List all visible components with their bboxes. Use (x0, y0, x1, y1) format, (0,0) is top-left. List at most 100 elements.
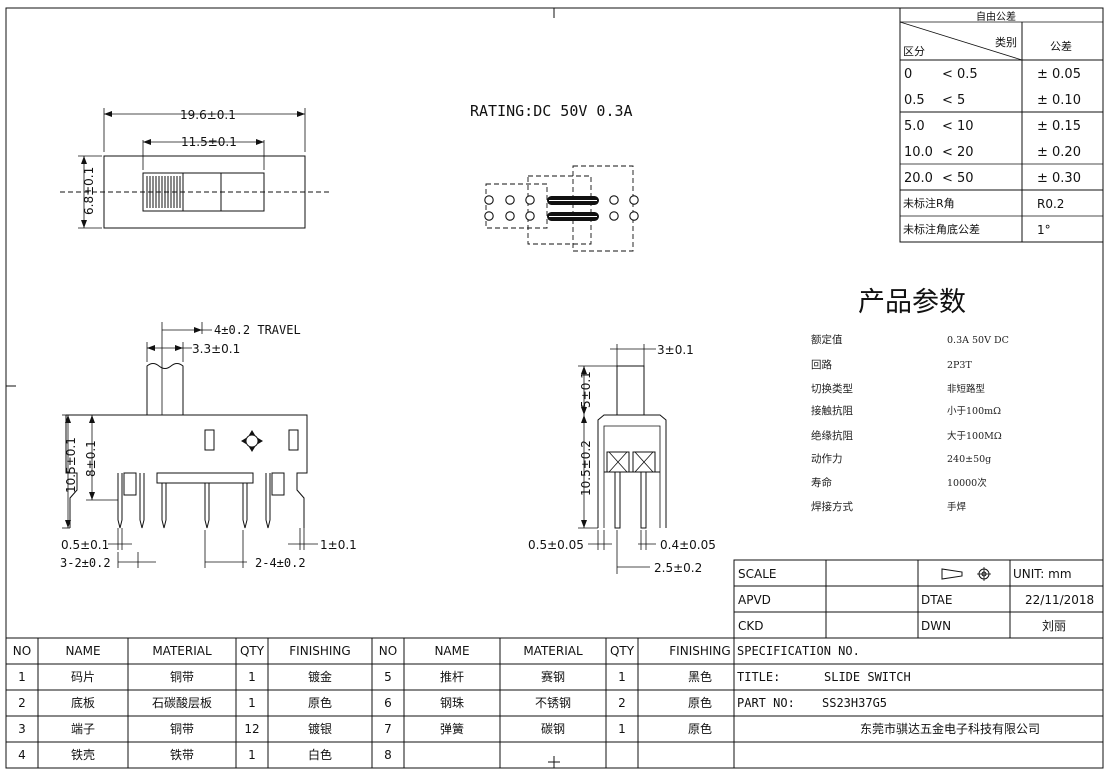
dim-h1: 10.5±0.1 (64, 437, 78, 493)
bom-header: FINISHING (669, 644, 730, 658)
bom-header: MATERIAL (152, 644, 212, 658)
bom-cell: 钢珠 (440, 696, 464, 710)
tol-row-from: 20.0 (904, 171, 933, 186)
bom-cell: 2 (618, 696, 626, 710)
circuit-schematic (485, 165, 634, 252)
contact-terminal (484, 211, 494, 221)
tol-row-to: < 0.5 (942, 67, 978, 82)
param-label: 绝缘抗阻 (811, 429, 853, 442)
terminal-pin (117, 473, 123, 529)
param-label: 额定值 (811, 333, 843, 346)
bom-cell: 5 (384, 670, 392, 684)
side-view (578, 344, 667, 574)
tol-r-value: R0.2 (1037, 197, 1064, 211)
front-view (62, 322, 318, 568)
bom-cell: 原色 (688, 696, 712, 710)
bom-cell: 8 (384, 748, 392, 762)
tol-header-tol: 公差 (1050, 39, 1072, 53)
tol-row-from: 0.5 (904, 93, 925, 108)
param-value: 小于100mΩ (947, 406, 1001, 417)
dim-pitch2: 2-4±0.2 (255, 556, 306, 570)
rating-label: RATING:DC 50V 0.3A (470, 102, 633, 120)
tb-scale-label: SCALE (738, 567, 776, 581)
dim-side-h1: 5±0.1 (579, 371, 593, 408)
bom-cell: 码片 (71, 670, 95, 684)
contact-terminal (484, 195, 494, 205)
dim-top-w2: 11.5±0.1 (181, 135, 237, 149)
bom-cell: 6 (384, 696, 392, 710)
contact-terminal (629, 211, 639, 221)
dim-side-pin: 0.4±0.05 (660, 538, 716, 552)
bom-cell: 2 (18, 696, 26, 710)
bom-cell: 弹簧 (440, 721, 464, 736)
dim-pin-t: 0.5±0.1 (61, 538, 109, 552)
tol-title: 自由公差 (976, 10, 1016, 23)
bom-cell: 铜带 (170, 669, 194, 684)
terminal-pin (204, 483, 210, 529)
tb-title: SLIDE SWITCH (824, 670, 911, 684)
tol-row-value: ± 0.20 (1037, 145, 1081, 160)
contact-terminal (505, 195, 515, 205)
bom-cell: 1 (248, 696, 256, 710)
tol-row-value: ± 0.15 (1037, 119, 1081, 134)
tol-row-to: < 5 (942, 93, 965, 108)
contact-terminal (609, 195, 619, 205)
terminal-pin (265, 473, 271, 529)
tb-apvd-label: APVD (738, 593, 771, 607)
bom-header: NO (379, 644, 397, 658)
bom-cell: 3 (18, 722, 26, 736)
tol-row-to: < 20 (942, 145, 974, 160)
bom-header: QTY (240, 644, 265, 658)
bom-cell: 1 (248, 670, 256, 684)
tol-angle-label: 未标注角底公差 (903, 222, 980, 236)
bom-cell: 镀银 (308, 722, 332, 736)
contact-terminal (505, 211, 515, 221)
bom-cell: 底板 (71, 695, 95, 710)
tol-row-from: 5.0 (904, 119, 925, 134)
tolerance-table: 自由公差 类别 区分 公差 (899, 7, 1104, 243)
title-block-grid (733, 559, 1104, 769)
param-label: 焊接方式 (811, 500, 853, 513)
bom-cell: 铁带 (170, 748, 194, 762)
param-value: 2P3T (947, 360, 972, 371)
center-mark-bottom (548, 756, 560, 768)
bom-cell: 黑色 (688, 670, 712, 684)
bom-cell: 原色 (308, 696, 332, 710)
param-value: 大于100MΩ (947, 430, 1002, 442)
params-title: 产品参数 (858, 287, 966, 318)
param-label: 回路 (811, 358, 832, 371)
bom-grid (6, 637, 735, 768)
bom-header: NO (13, 644, 31, 658)
tol-row-from: 0 (904, 67, 912, 82)
bom-cell: 1 (248, 748, 256, 762)
contact-terminal (525, 195, 535, 205)
tb-ckd-label: CKD (738, 619, 764, 633)
dim-side-knob: 3±0.1 (657, 343, 694, 357)
bom-cell: 原色 (688, 722, 712, 736)
tol-row-to: < 10 (942, 119, 974, 134)
tol-row-from: 10.0 (904, 145, 933, 160)
dim-h2: 8±0.1 (84, 440, 98, 477)
bom-cell: 7 (384, 722, 392, 736)
tb-part-label: PART NO: (737, 696, 795, 710)
tb-company: 东莞市骐达五金电子科技有限公司 (860, 721, 1040, 736)
contact-terminal (525, 211, 535, 221)
bom-cell: 镀金 (308, 669, 332, 684)
dim-side-t: 0.5±0.05 (528, 538, 584, 552)
tb-date-label: DTAE (921, 593, 952, 607)
param-value: 10000次 (947, 477, 987, 489)
param-label: 接触抗阻 (811, 404, 853, 417)
terminal-pin (161, 483, 167, 529)
tol-r-label: 未标注R角 (903, 196, 955, 210)
contact-terminal (629, 195, 639, 205)
tol-header-category: 类别 (995, 35, 1017, 49)
dim-top-w1: 19.6±0.1 (180, 108, 236, 122)
bom-cell: 1 (618, 722, 626, 736)
dim-pitch1: 3-2±0.2 (60, 556, 111, 570)
param-label: 切换类型 (811, 382, 853, 395)
dim-pin-w: 1±0.1 (320, 538, 357, 552)
terminal-pin (139, 473, 145, 529)
bom-cell: 碳钢 (541, 722, 565, 736)
